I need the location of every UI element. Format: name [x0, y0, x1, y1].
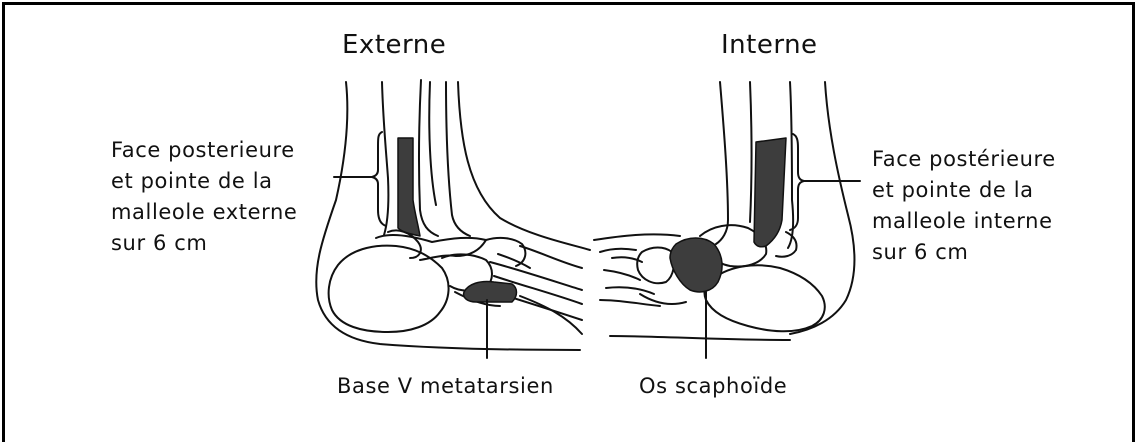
left-foot-bones	[329, 235, 582, 334]
zone-malleole-interne	[754, 138, 786, 247]
zone-base-v-metatarsien	[464, 281, 517, 302]
right-foot-outline	[594, 82, 855, 340]
bracket-left	[372, 132, 386, 226]
zone-malleole-externe	[398, 138, 420, 236]
zone-os-scaphoide	[670, 238, 722, 292]
ankle-diagram	[0, 0, 1139, 425]
